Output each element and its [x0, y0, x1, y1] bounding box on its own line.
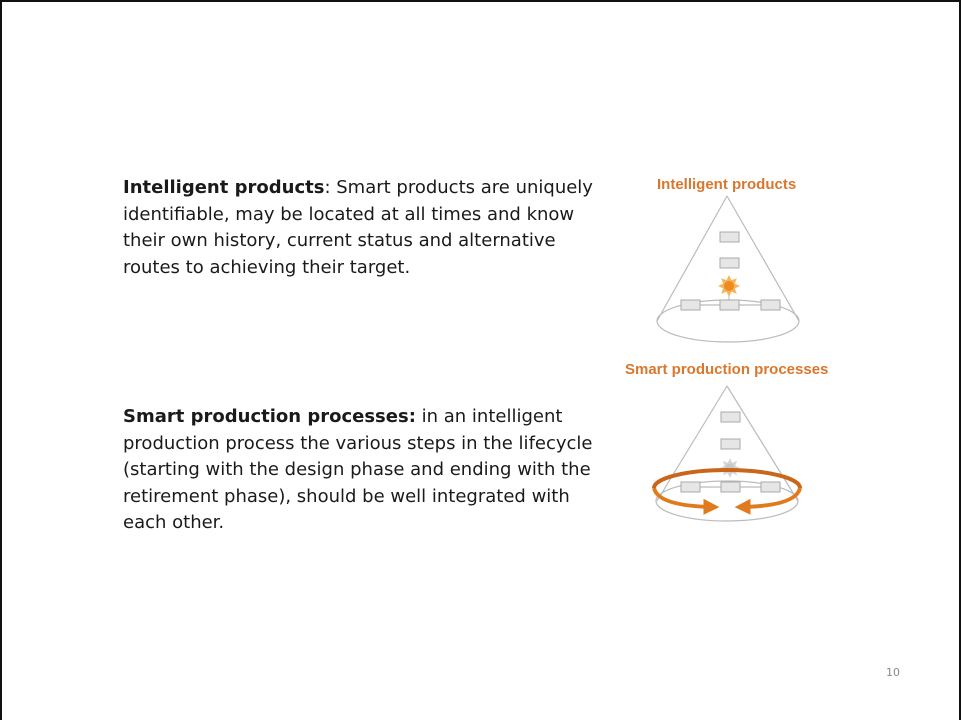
- description-intelligent-products: Smart products are uniquely identifiable…: [123, 177, 593, 278]
- cone-left-edge: [656, 385, 728, 502]
- term-smart-production-processes: Smart production processes:: [123, 406, 416, 427]
- box-icon: [760, 299, 781, 311]
- cone-figure-smart-production-processes: [652, 385, 802, 522]
- term-intelligent-products: Intelligent products: [123, 177, 325, 198]
- box-icon: [760, 481, 781, 493]
- term-separator: :: [324, 177, 331, 198]
- box-icon: [719, 231, 740, 243]
- circular-arrow-left-icon: [652, 487, 720, 515]
- box-icon: [720, 481, 741, 493]
- description-smart-production-processes: in an intelligent production process the…: [123, 406, 593, 533]
- box-icon: [719, 299, 740, 311]
- circular-arrow-back-icon: [652, 468, 802, 489]
- cone-right-edge: [726, 385, 799, 502]
- cone-figure-intelligent-products: [656, 195, 800, 343]
- page-number: 10: [886, 666, 900, 679]
- box-icon: [720, 411, 741, 423]
- box-icon: [720, 438, 741, 450]
- cone-right-edge: [726, 195, 800, 322]
- cone-left-edge: [656, 195, 728, 322]
- box-icon: [719, 257, 740, 269]
- figure-title-intelligent-products: Intelligent products: [657, 176, 797, 193]
- figure-title-smart-production-processes: Smart production processes: [625, 361, 829, 378]
- circular-arrow-right-icon: [734, 487, 802, 515]
- starburst-icon: [720, 458, 740, 478]
- paragraph-smart-production-processes: Smart production processes: in an intell…: [123, 404, 593, 537]
- starburst-icon: [718, 275, 740, 297]
- box-icon: [680, 481, 701, 493]
- box-icon: [680, 299, 701, 311]
- paragraph-intelligent-products: Intelligent products: Smart products are…: [123, 175, 593, 281]
